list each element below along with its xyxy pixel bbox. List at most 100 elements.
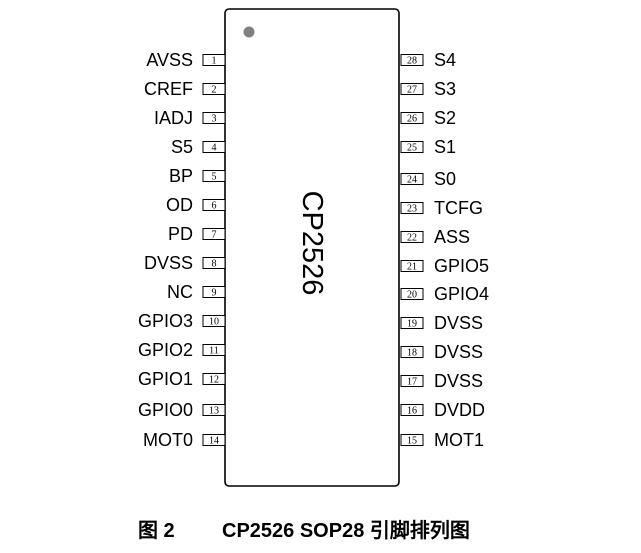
pin-21-number: 21 [407,262,417,273]
pin-11-number: 11 [209,346,219,357]
pin-3-label: IADJ [154,108,193,128]
pin-10-label: GPIO3 [138,311,193,331]
pin-5-box [202,170,226,182]
pin-7-number: 7 [212,230,217,241]
pin-11: 11 GPIO2 [138,340,226,360]
pin-24-number: 24 [407,175,417,186]
pin-4: 4S5 [171,137,226,157]
pin-14: 14 MOT0 [143,430,226,450]
pin-7-label: PD [168,224,193,244]
pin-25-box [400,141,424,153]
pin-7: 7 PD [168,224,226,244]
pin-17-label: DVSS [434,371,483,391]
pin-16-label: DVDD [434,400,485,420]
pin-26-label: S2 [434,108,456,128]
pin-8-label: DVSS [144,253,193,273]
pin-22-number: 22 [407,233,417,244]
pin-1: 1 AVSS [146,50,226,70]
pin-5-label: BP [169,166,193,186]
pin-27-number: 27 [407,85,417,96]
pin-3-box [202,112,226,124]
pin-28: 28 S4 [400,50,456,70]
pin-2-label: CREF [144,79,193,99]
pin-26-number: 26 [407,114,417,125]
pinout-diagram: CP2526 1AVSS2CREF3IADJ4S55BP6OD7PD8DVSS9… [138,8,489,487]
pin-19-label: DVSS [434,313,483,333]
pin-24-label: S0 [434,169,456,189]
pin-28-number: 28 [407,56,417,67]
pin-9-number: 9 [212,288,217,299]
pin-19: 19 DVSS [400,313,483,333]
pin-18-box [400,346,424,358]
pin-12-label: GPIO1 [138,369,193,389]
pin-24-box [400,173,424,185]
pin-4-number: 4 [212,143,217,154]
pin-23-number: 23 [407,204,417,215]
pin-15-label: MOT1 [434,430,484,450]
pin-5: 5 BP [169,166,226,186]
pin-21: 21 GPIO5 [400,256,489,276]
pin-10-number: 10 [209,317,219,328]
pin-20-label: GPIO4 [434,284,489,304]
pin-1-label: AVSS [146,50,193,70]
pin-19-number: 19 [407,319,417,330]
pin-4-box [202,141,226,153]
pin-1-number: 1 [212,56,217,67]
pin-8-box [202,257,226,269]
pin-1-box [202,54,226,66]
pin-15-box [400,434,424,446]
pin-27-label: S3 [434,79,456,99]
pin-13-label: GPIO0 [138,400,193,420]
caption-title: CP2526 SOP28 引脚排列图 [222,520,470,542]
pin-14-box [202,434,226,446]
pin-27: 27 S3 [400,79,456,99]
pin-25-label: S1 [434,137,456,157]
pin-9-box [202,286,226,298]
pin-6-label: OD [166,195,193,215]
chip-body [224,8,400,487]
pin-26: 26 S2 [400,108,456,128]
pin-2: 2 CREF [144,79,226,99]
pin-18-label: DVSS [434,342,483,362]
pin-10: 10 GPIO3 [138,311,226,331]
pin-10-box [202,315,226,327]
pin-6-box [202,199,226,211]
pin-12-box [202,373,226,385]
pin-27-box [400,83,424,95]
pin-2-box [202,83,226,95]
pin-2-number: 2 [212,85,217,96]
pin-7-box [202,228,226,240]
pin-22: 22 ASS [400,227,470,247]
pin-16-box [400,404,424,416]
pin-9-label: NC [167,282,193,302]
pin-5-number: 5 [212,172,217,183]
pin1-marker-dot [243,26,255,38]
pin-18-number: 18 [407,348,417,359]
pin-21-label: GPIO5 [434,256,489,276]
pin-23-label: TCFG [434,198,483,218]
pin-13-number: 13 [209,406,219,417]
pin-20-box [400,288,424,300]
pin-13: 13 GPIO0 [138,400,226,420]
pins-layer: 1AVSS2CREF3IADJ4S55BP6OD7PD8DVSS9NC10GPI… [138,50,489,450]
pin-8-number: 8 [212,259,217,270]
figure-caption: 图 2 CP2526 SOP28 引脚排列图 [0,514,641,544]
pin-11-label: GPIO2 [138,340,193,360]
pin-28-box [400,54,424,66]
pin-14-number: 14 [209,436,219,447]
pin-13-box [202,404,226,416]
pin-3-number: 3 [212,114,217,125]
pin-15-number: 15 [407,436,417,447]
pin-6: 6 OD [166,195,226,215]
pin-14-label: MOT0 [143,430,193,450]
pin-22-label: ASS [434,227,470,247]
pin-15: 15 MOT1 [400,430,484,450]
pin-6-number: 6 [212,201,217,212]
pin-21-box [400,260,424,272]
pin-17-box [400,375,424,387]
pin-16-number: 16 [407,406,417,417]
pin-28-label: S4 [434,50,456,70]
